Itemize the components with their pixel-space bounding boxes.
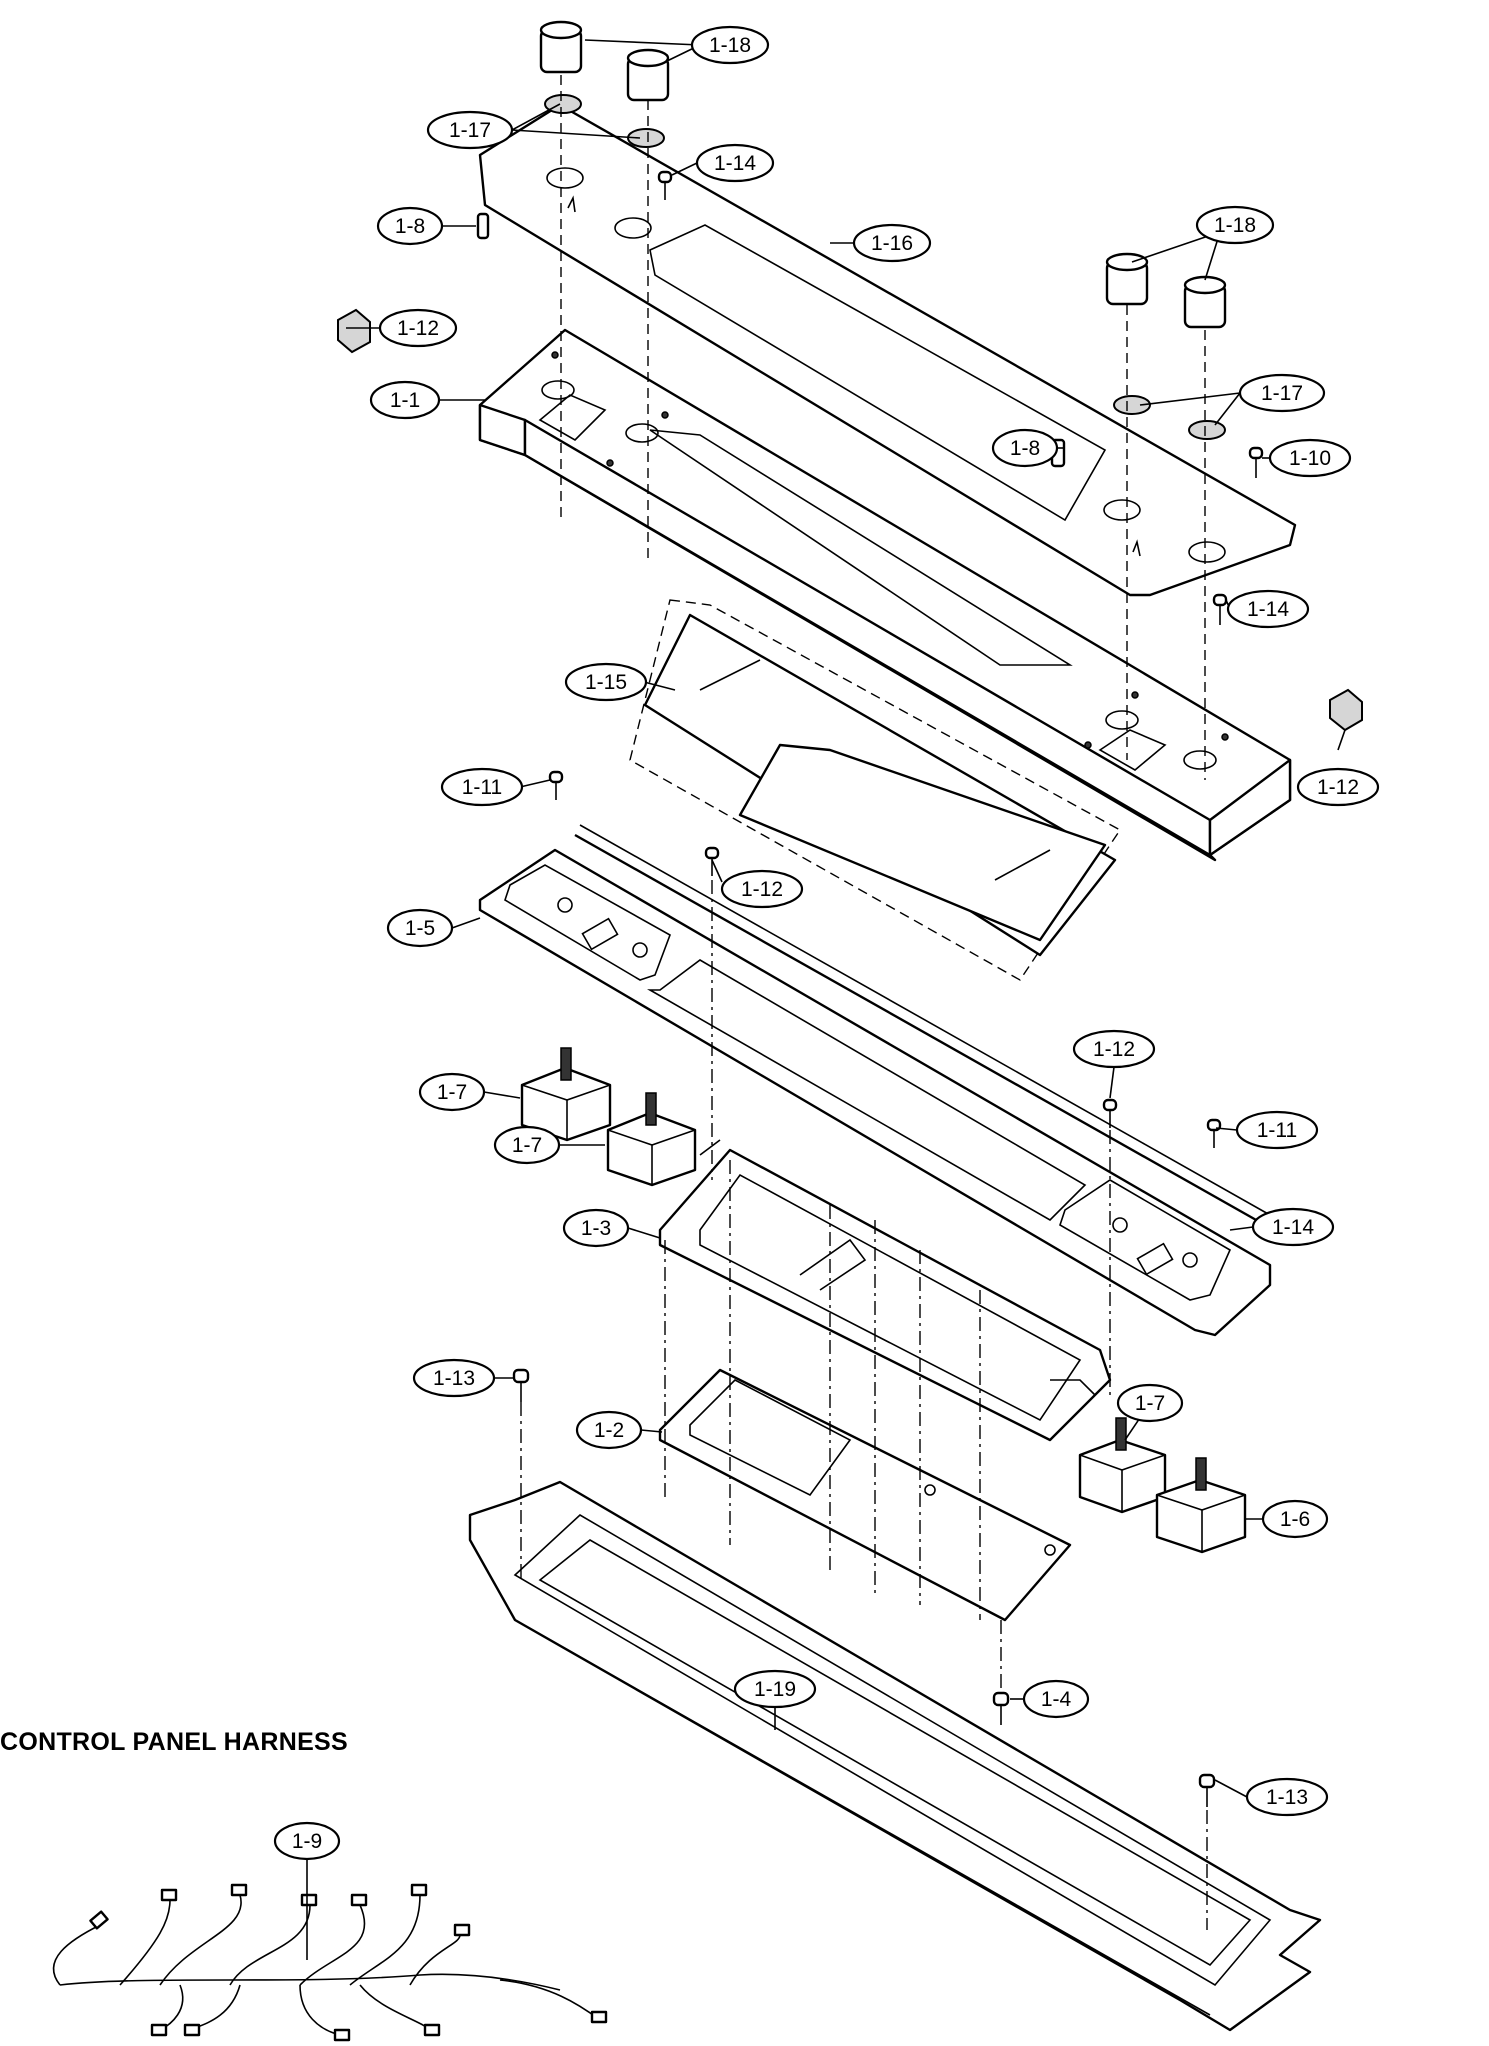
svg-text:1-8: 1-8 [395,215,425,238]
callout-1-5: 1-5 [386,908,454,948]
svg-text:1-12: 1-12 [1317,776,1359,799]
control-panel-housing [478,328,1292,862]
svg-text:1-18: 1-18 [709,34,751,57]
assembly-line [520,75,1208,1930]
base-trim [468,1480,1322,2032]
svg-text:1-17: 1-17 [449,119,491,142]
svg-text:1-11: 1-11 [462,776,502,799]
svg-text:1-10: 1-10 [1289,447,1331,470]
svg-text:1-11: 1-11 [1257,1119,1297,1142]
svg-text:1-7: 1-7 [512,1134,542,1157]
knob [539,20,1227,329]
svg-text:1-13: 1-13 [433,1367,475,1390]
mounting-plate [478,824,1272,1337]
svg-text:1-5: 1-5 [405,917,435,940]
rotary-switch [520,1047,1247,1554]
callout-1-18-right: 1-18 [1195,205,1275,245]
svg-text:1-15: 1-15 [585,671,627,694]
wiring-harness [52,1883,608,2042]
svg-text:1-12: 1-12 [741,878,783,901]
svg-text:1-8: 1-8 [1010,437,1040,460]
svg-text:1-4: 1-4 [1041,1688,1072,1711]
callout-1-2: 1-2 [575,1410,643,1450]
callout-1-9: 1-9 [273,1821,341,1861]
svg-text:1-14: 1-14 [1247,598,1289,621]
callout-1-12-lower: 1-12 [1072,1029,1156,1069]
callout-1-7: 1-7 [418,1072,486,1112]
svg-text:1-18: 1-18 [1214,214,1256,237]
svg-text:1-7: 1-7 [1135,1392,1165,1415]
callout-1-18: 1-18 [690,25,770,65]
callout-1-10: 1-10 [1268,438,1352,478]
svg-text:1-3: 1-3 [581,1217,611,1240]
svg-text:1-7: 1-7 [437,1081,467,1104]
callout-1-16: 1-16 [852,223,932,263]
callout-1-14-lower: 1-14 [1251,1207,1335,1247]
callout-1-4: 1-4 [1022,1679,1090,1719]
callout-1-14: 1-14 [695,143,775,183]
clip [337,308,1363,732]
callout-1-12: 1-12 [378,308,458,348]
callout-1-11: 1-11 [440,767,524,807]
callout-1-1: 1-1 [369,380,441,420]
svg-text:1-14: 1-14 [1272,1216,1314,1239]
svg-text:1-14: 1-14 [714,152,756,175]
callout-1-8-right: 1-8 [991,428,1059,468]
knob-washer [544,94,1226,440]
callout-1-12-mid: 1-12 [720,869,804,909]
svg-text:1-13: 1-13 [1266,1786,1308,1809]
section-title: CONTROL PANEL HARNESS [0,1728,348,1756]
callout-1-7-mid: 1-7 [493,1125,561,1165]
callout-1-7-right: 1-7 [1116,1383,1184,1423]
callout-1-12-right: 1-12 [1296,767,1380,807]
callout-1-11-right: 1-11 [1235,1110,1319,1150]
sub-board [658,1160,1072,1622]
callout-1-3: 1-3 [562,1208,630,1248]
svg-text:1-17: 1-17 [1261,382,1303,405]
svg-text:1-9: 1-9 [292,1830,322,1853]
callout-1-13: 1-13 [412,1358,496,1398]
callout-1-6: 1-6 [1261,1499,1329,1539]
svg-text:1-6: 1-6 [1280,1508,1310,1531]
callout-1-8: 1-8 [376,206,444,246]
callout-1-13-lower: 1-13 [1245,1777,1329,1817]
svg-text:1-1: 1-1 [390,389,420,412]
callout-1-17: 1-17 [426,110,514,150]
svg-text:1-19: 1-19 [754,1678,796,1701]
screw [512,170,1264,1807]
svg-text:1-12: 1-12 [397,317,439,340]
svg-text:1-16: 1-16 [871,232,913,255]
callout-1-19: 1-19 [733,1669,817,1709]
callout-1-17-right: 1-17 [1238,373,1326,413]
callout-1-14-mid: 1-14 [1226,589,1310,629]
callout-1-15: 1-15 [564,662,648,702]
overlay-label-panel [478,103,1297,597]
leader-lines [306,39,1346,1960]
svg-text:1-12: 1-12 [1093,1038,1135,1061]
display-window [629,599,1122,981]
svg-text:1-2: 1-2 [594,1419,624,1442]
